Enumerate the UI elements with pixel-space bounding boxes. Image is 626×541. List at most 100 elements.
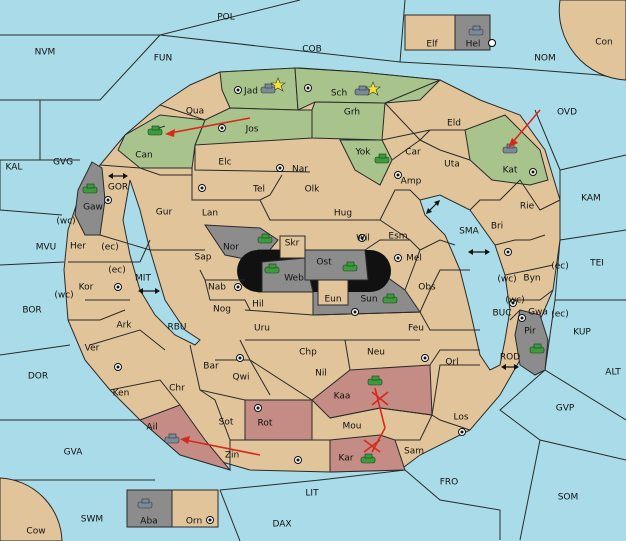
sc-con [488, 39, 496, 47]
label-lit: LIT [305, 489, 319, 499]
label-ec4: (ec) [551, 310, 569, 320]
tank-icon [264, 263, 280, 274]
label-bar: Bar [203, 362, 219, 372]
label-ark: Ark [116, 321, 132, 331]
label-sun: Sun [360, 295, 377, 305]
label-web: Web [284, 274, 304, 284]
label-chr: Chr [169, 384, 185, 394]
coast-links [108, 173, 519, 370]
label-rot: Rot [258, 419, 273, 429]
label-zin: Zin [225, 451, 239, 461]
label-qwi: Qwi [233, 373, 250, 383]
label-ec1: (ec) [101, 243, 119, 253]
interior-borders [68, 79, 561, 470]
label-orl: Orl [445, 358, 458, 368]
label-nab: Nab [208, 283, 226, 293]
label-tel: Tel [252, 185, 265, 195]
tank-icon [164, 433, 180, 444]
sc-neu [421, 354, 429, 362]
label-gur: Gur [156, 208, 173, 218]
label-con: Con [595, 38, 613, 48]
label-kor: Kor [79, 283, 94, 293]
sc-mel [394, 254, 402, 262]
province-kar[interactable] [329, 434, 406, 473]
province-gaw[interactable] [74, 161, 106, 236]
label-elc: Elc [218, 158, 231, 168]
label-nor: Nor [223, 243, 239, 253]
label-bri: Bri [491, 222, 503, 232]
label-ost: Ost [316, 258, 332, 268]
label-kat: Kat [503, 166, 518, 176]
sc-kor [114, 283, 122, 291]
label-dor: DOR [28, 372, 48, 382]
label-hug: Hug [334, 209, 352, 219]
star-icon [365, 81, 381, 96]
sc-qua [218, 124, 226, 132]
label-wc2: (wc) [54, 291, 73, 301]
sc-qwi [236, 354, 244, 362]
tank-icon [382, 293, 398, 304]
label-olk: Olk [305, 185, 321, 195]
label-ec2: (ec) [551, 262, 569, 272]
label-gwa: Gwa [528, 308, 548, 318]
label-nvm: NVM [35, 48, 56, 58]
label-dax: DAX [272, 520, 291, 530]
tank-icon [367, 375, 383, 386]
label-yok: Yok [354, 148, 371, 158]
label-mvu: MVU [36, 243, 57, 253]
province-labels: POL NVM FUN COB NOM Con Elf Hel OVD KAL … [6, 13, 622, 537]
sc-nab [234, 283, 242, 291]
province-jad[interactable] [219, 67, 299, 111]
label-esm: Esm [388, 232, 407, 242]
label-obs: Obs [418, 283, 436, 293]
label-nom: NOM [534, 54, 556, 64]
label-skr: Skr [285, 239, 300, 249]
order-arrows [165, 109, 541, 456]
province-cow[interactable] [0, 477, 63, 541]
province-grh[interactable] [311, 101, 386, 141]
label-can: Can [135, 151, 153, 161]
province-eun[interactable] [317, 279, 349, 306]
label-mel: Mel [406, 254, 422, 264]
province-yok[interactable] [339, 139, 393, 186]
label-nog: Nog [213, 305, 231, 315]
province-orn[interactable] [171, 489, 219, 528]
label-mou: Mou [343, 422, 362, 432]
label-kam: KAM [581, 194, 601, 204]
label-los: Los [453, 413, 468, 423]
label-ver: Ver [85, 344, 100, 354]
tank-icon [468, 25, 484, 36]
label-sma: SMA [459, 227, 479, 237]
label-ail: Ail [146, 423, 157, 433]
label-pir: Pir [524, 327, 536, 337]
label-chp: Chp [299, 348, 317, 358]
label-tei: TEI [589, 259, 604, 269]
province-ost[interactable] [304, 249, 369, 281]
tank-icon [147, 125, 166, 136]
sc-ver [114, 363, 122, 371]
province-elf[interactable] [404, 14, 456, 51]
province-can[interactable] [117, 114, 206, 169]
label-kaa: Kaa [334, 392, 351, 402]
label-bor: BOR [22, 306, 41, 316]
sc-pir [518, 314, 526, 322]
tank-icon [137, 498, 153, 509]
label-pol: POL [217, 13, 235, 23]
label-ken: Ken [113, 389, 130, 399]
sc-tel [198, 184, 206, 192]
label-kar: Kar [339, 454, 354, 464]
label-eun: Eun [324, 295, 341, 305]
order-arrow [169, 117, 251, 134]
label-gor: GOR [108, 183, 128, 193]
label-nar: Nar [292, 165, 308, 175]
province-con[interactable] [558, 0, 626, 81]
tank-icon [82, 183, 98, 194]
label-uru: Uru [254, 324, 270, 334]
province-pir[interactable] [514, 309, 549, 376]
label-hel: Hel [466, 40, 481, 50]
sc-jad [234, 86, 242, 94]
sc-aba [206, 516, 214, 524]
tank-icon [354, 85, 370, 96]
label-ovd: OVD [557, 108, 577, 118]
